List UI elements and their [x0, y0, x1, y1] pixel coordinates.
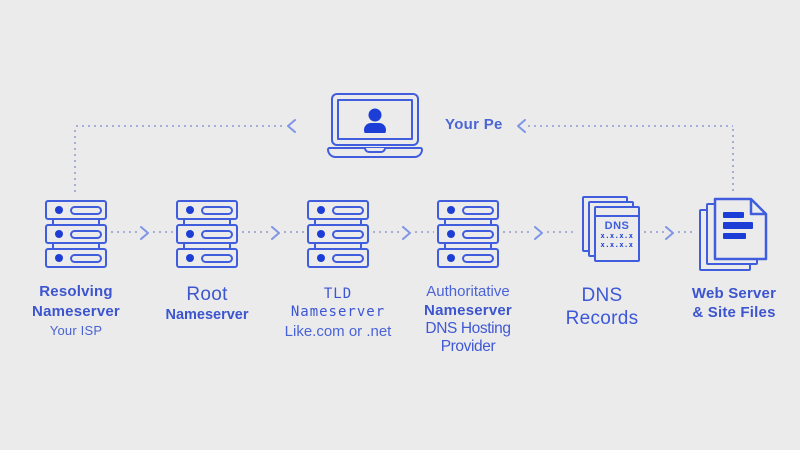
label-line: Web Server [691, 285, 777, 302]
server-led [186, 230, 194, 238]
server-led [317, 254, 325, 262]
server-led [447, 254, 455, 262]
server-slot [462, 205, 494, 215]
flow-dots [284, 231, 304, 233]
label-resolving-nameserver: Resolving Nameserver Your ISP [6, 282, 146, 340]
laptop-notch [364, 148, 386, 153]
label-line: Nameserver [165, 307, 249, 323]
flow-dots [644, 231, 664, 233]
flow-dots [111, 231, 139, 233]
path-webserver-to-laptop [528, 125, 733, 127]
web-files-icon [699, 197, 769, 271]
chevron-right-icon [140, 226, 149, 240]
dns-records-icon: DNS x.x.x.x x.x.x.x [582, 196, 640, 262]
label-line: Authoritative [426, 283, 510, 300]
label-line: Records [565, 308, 639, 329]
page-front: DNS x.x.x.x x.x.x.x [594, 206, 640, 262]
page-header-bar [596, 208, 638, 217]
server-slot [462, 229, 494, 239]
server-led [447, 230, 455, 238]
flow-dots [373, 231, 401, 233]
server-slot [332, 205, 364, 215]
dns-page-row: x.x.x.x [600, 241, 634, 249]
label-tld-nameserver: TLD Nameserver Like.com or .net [263, 285, 413, 343]
path-laptop-left [76, 125, 286, 127]
chevron-right-icon [402, 226, 411, 240]
user-icon [364, 108, 386, 133]
label-line: Provider [440, 338, 496, 355]
laptop-base [327, 147, 423, 158]
chevron-left-icon [287, 119, 296, 133]
flow-dots [503, 231, 533, 233]
chevron-left-icon [517, 119, 526, 133]
server-slot [70, 229, 102, 239]
label-root-nameserver: Root Nameserver [137, 283, 277, 325]
label-dns-records: DNS Records [542, 284, 662, 330]
label-line: TLD [323, 286, 353, 302]
label-line: Your ISP [49, 323, 103, 338]
flow-dots [678, 231, 696, 233]
server-led [317, 206, 325, 214]
path-down-to-webserver [732, 129, 734, 193]
label-line: Like.com or .net [284, 323, 392, 340]
flow-dots [547, 231, 577, 233]
flow-dots [415, 231, 434, 233]
computer-label: Your Pe [445, 116, 503, 133]
server-led [186, 206, 194, 214]
laptop-icon [327, 93, 423, 158]
label-line: DNS Hosting [425, 320, 511, 337]
path-down-to-resolver [74, 130, 76, 196]
server-slot [462, 253, 494, 263]
label-line: Nameserver [424, 302, 512, 319]
server-icon-resolving [45, 200, 107, 268]
server-led [55, 206, 63, 214]
flow-dots [242, 231, 270, 233]
server-slot [332, 253, 364, 263]
server-led [55, 254, 63, 262]
server-slot [201, 253, 233, 263]
server-icon-root [176, 200, 238, 268]
server-led [186, 254, 194, 262]
server-icon-authoritative [437, 200, 499, 268]
label-line: & Site Files [692, 304, 776, 321]
label-authoritative-nameserver: Authoritative Nameserver DNS Hosting Pro… [393, 282, 543, 356]
server-slot [201, 229, 233, 239]
label-line: Nameserver [290, 304, 386, 320]
chevron-right-icon [271, 226, 280, 240]
dns-page-row: x.x.x.x [600, 232, 634, 240]
laptop-screen [331, 93, 419, 146]
label-web-server: Web Server & Site Files [674, 284, 794, 322]
chevron-right-icon [534, 226, 543, 240]
server-slot [332, 229, 364, 239]
flow-dots [153, 231, 173, 233]
server-slot [70, 205, 102, 215]
label-line: DNS [581, 285, 623, 306]
server-led [317, 230, 325, 238]
server-slot [70, 253, 102, 263]
label-line: Nameserver [32, 303, 120, 320]
server-led [55, 230, 63, 238]
dns-page-title: DNS [604, 220, 630, 232]
label-line: Root [186, 284, 228, 305]
server-icon-tld [307, 200, 369, 268]
chevron-right-icon [665, 226, 674, 240]
laptop-screen-inner [337, 99, 413, 140]
label-line: Resolving [39, 283, 113, 300]
server-led [447, 206, 455, 214]
document-icon [713, 197, 768, 261]
server-slot [201, 205, 233, 215]
